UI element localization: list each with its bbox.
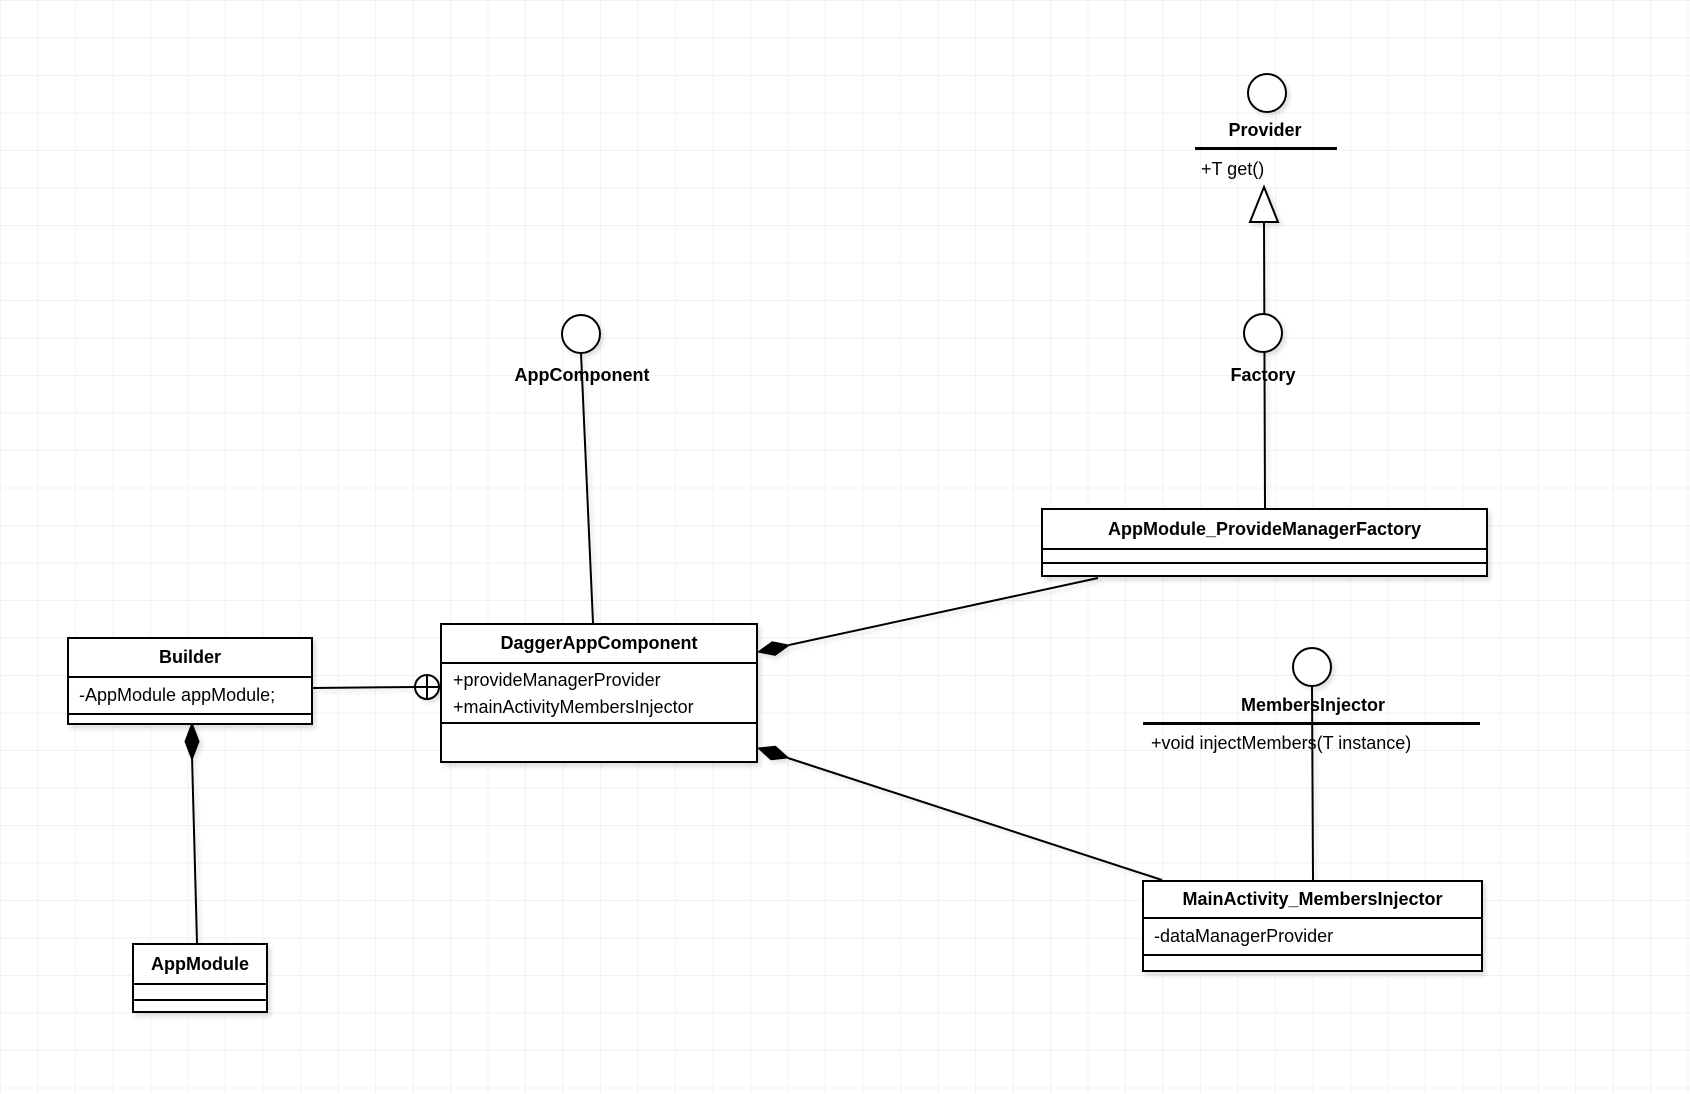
- lollipop-circle-provider[interactable]: [1247, 73, 1287, 113]
- interface-separator-membersinjector: [1143, 722, 1480, 725]
- connector-daggerappcomponent-mainactivitymembersinjector[interactable]: [787, 757, 1163, 881]
- class-title: Builder: [158, 647, 221, 667]
- class-attribute: -dataManagerProvider: [1154, 926, 1334, 946]
- class-box-daggerappcomponent[interactable]: DaggerAppComponent +provideManagerProvid…: [440, 623, 758, 763]
- class-empty-compartment: [134, 983, 266, 999]
- composition-diamond-icon[interactable]: [756, 641, 791, 656]
- interface-separator-provider: [1195, 147, 1337, 150]
- lollipop-circle-appcomponent[interactable]: [561, 314, 601, 354]
- class-empty-compartment: [442, 722, 756, 761]
- composition-diamond-icon[interactable]: [756, 745, 790, 761]
- connector-daggerappcomponent-appmoduleprovidemanagerfactory[interactable]: [788, 577, 1099, 646]
- connector-builder-appmodule[interactable]: [191, 755, 198, 944]
- connector-factory-provider-generalization[interactable]: [1263, 219, 1266, 509]
- interface-label-membersinjector: MembersInjector: [1240, 695, 1386, 715]
- class-attribute: -AppModule appModule;: [79, 685, 276, 705]
- class-box-mainactivitymembersinjector[interactable]: MainActivity_MembersInjector -dataManage…: [1142, 880, 1483, 972]
- class-empty-compartment: [1144, 954, 1481, 970]
- connector-builder-daggerappcomponent[interactable]: [312, 686, 417, 689]
- class-title: AppModule_ProvideManagerFactory: [1107, 518, 1422, 539]
- interface-label-factory: Factory: [1230, 365, 1296, 385]
- connector-appcomponent-daggerappcomponent[interactable]: [580, 352, 594, 624]
- class-empty-compartment: [69, 713, 311, 723]
- interface-operation-membersinjector: +void injectMembers(T instance): [1151, 733, 1412, 753]
- interface-operation-provider: +T get(): [1201, 159, 1265, 179]
- class-empty-compartment: [134, 999, 266, 1011]
- generalization-triangle-icon[interactable]: [1248, 184, 1280, 223]
- interface-label-appcomponent: AppComponent: [514, 365, 650, 385]
- composition-diamond-icon[interactable]: [184, 721, 200, 762]
- class-attributes: -dataManagerProvider: [1144, 917, 1481, 954]
- class-attribute: +provideManagerProvider: [453, 670, 661, 690]
- class-title: DaggerAppComponent: [500, 633, 698, 653]
- connector-membersinjector-mainactivity[interactable]: [1311, 685, 1314, 881]
- class-box-appmoduleprovidemanagerfactory[interactable]: AppModule_ProvideManagerFactory: [1041, 508, 1488, 577]
- lollipop-circle-factory[interactable]: [1243, 313, 1283, 353]
- class-box-appmodule[interactable]: AppModule: [132, 943, 268, 1013]
- class-title: AppModule: [151, 953, 249, 974]
- class-attributes: +provideManagerProvider +mainActivityMem…: [442, 662, 756, 722]
- interface-label-provider: Provider: [1228, 120, 1302, 140]
- class-empty-compartment: [1043, 562, 1486, 575]
- class-empty-compartment: [1043, 548, 1486, 562]
- class-title: MainActivity_MembersInjector: [1182, 889, 1443, 909]
- lollipop-circle-membersinjector[interactable]: [1292, 647, 1332, 687]
- class-attributes: -AppModule appModule;: [69, 676, 311, 713]
- class-attribute: +mainActivityMembersInjector: [453, 697, 694, 717]
- class-box-builder[interactable]: Builder -AppModule appModule;: [67, 637, 313, 725]
